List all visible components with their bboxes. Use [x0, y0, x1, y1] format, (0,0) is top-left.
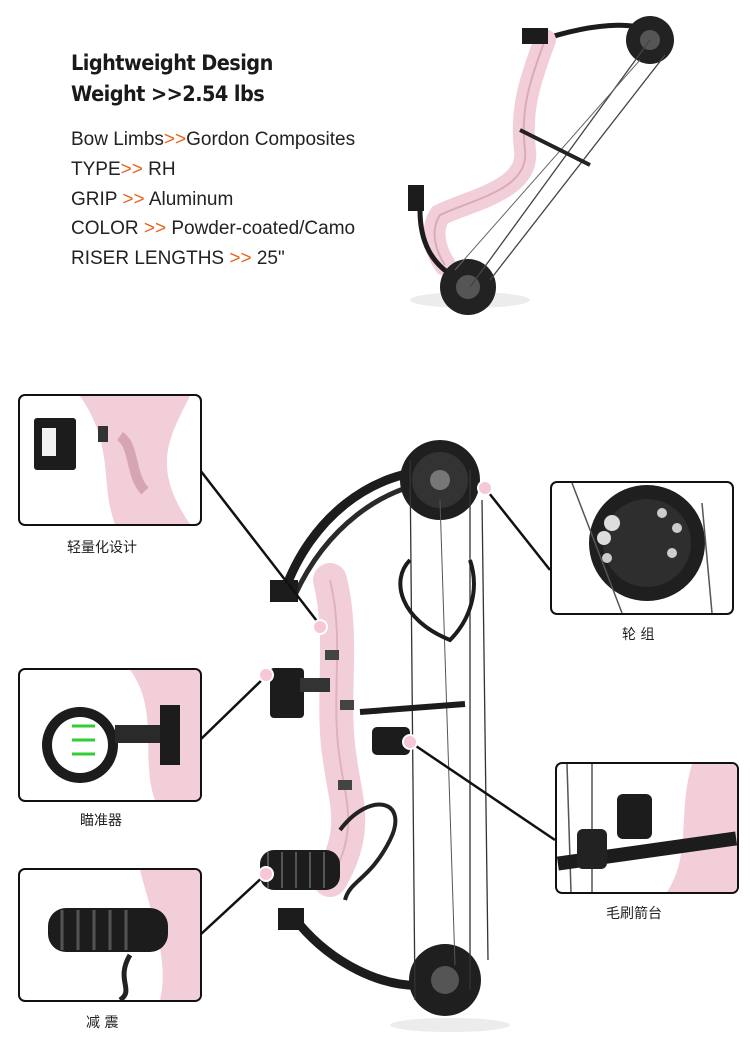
- caption-lightweight: 轻量化设计: [67, 540, 137, 556]
- spec-grip: GRIP >> Aluminum: [71, 189, 233, 211]
- caption-arrow-rest: 毛刷箭台: [606, 906, 662, 922]
- spec-value: 25": [251, 248, 285, 269]
- detail-box-sight: [18, 668, 202, 802]
- damper-detail-image: [48, 870, 200, 1000]
- large-bow-image: [260, 440, 510, 1032]
- spec-label: Bow Limbs: [71, 129, 164, 150]
- spec-color: COLOR >> Powder-coated/Camo: [71, 218, 355, 240]
- detail-box-arrow-rest: [555, 762, 739, 894]
- limb-pocket-detail-image: [34, 396, 190, 524]
- caption-damper: 减 震: [86, 1015, 119, 1031]
- callout-dots: [258, 480, 493, 882]
- spec-value: Aluminum: [144, 189, 234, 210]
- spec-arrow: >>: [229, 248, 252, 269]
- spec-label: TYPE: [71, 159, 121, 180]
- spec-arrow: >>: [143, 218, 167, 239]
- spec-arrow: >>: [122, 189, 145, 210]
- arrow-rest-detail-image: [557, 764, 737, 892]
- spec-type: TYPE>> RH: [71, 159, 176, 181]
- spec-bow-limbs: Bow Limbs>>Gordon Composites: [71, 129, 355, 151]
- headline-lightweight: Lightweight Design: [71, 51, 273, 75]
- caption-cam: 轮 组: [622, 627, 655, 643]
- spec-label: RISER LENGTHS: [71, 248, 230, 269]
- detail-box-cam: [550, 481, 734, 615]
- spec-value: RH: [142, 159, 176, 180]
- spec-value: Powder-coated/Camo: [166, 218, 356, 239]
- spec-arrow: >>: [163, 129, 187, 150]
- cam-detail-image: [571, 483, 713, 613]
- small-bow-image: [408, 16, 674, 315]
- callout-lines: [199, 469, 556, 936]
- detail-box-damper: [18, 868, 202, 1002]
- headline-weight: Weight >>2.54 lbs: [71, 82, 265, 106]
- spec-riser-lengths: RISER LENGTHS >> 25": [71, 248, 285, 270]
- caption-sight: 瞄准器: [80, 813, 122, 829]
- spec-label: GRIP: [71, 189, 123, 210]
- detail-box-limb-pocket: [18, 394, 202, 526]
- spec-label: COLOR: [71, 218, 144, 239]
- spec-arrow: >>: [120, 159, 143, 180]
- spec-value: Gordon Composites: [186, 129, 356, 150]
- sight-detail-image: [42, 670, 200, 800]
